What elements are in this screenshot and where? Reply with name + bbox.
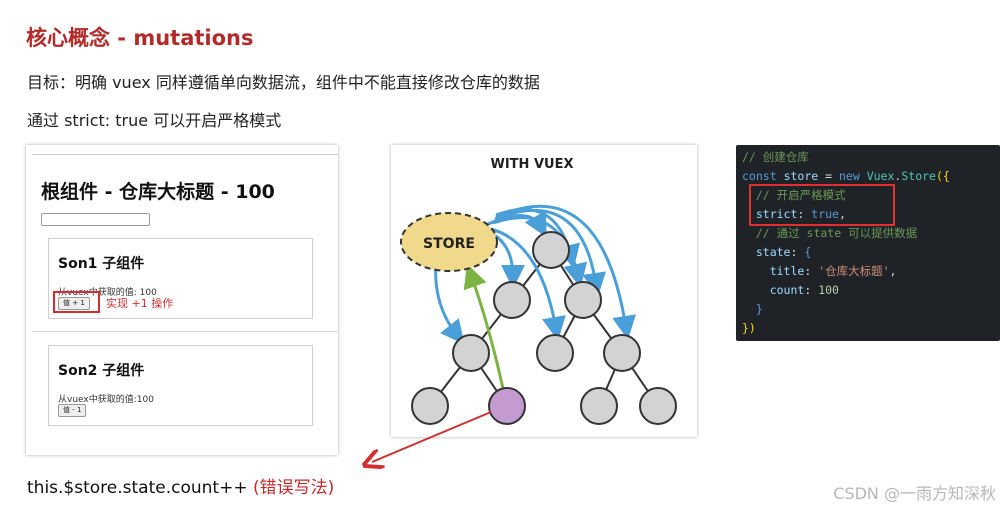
wrong-usage-note: (错误写法): [253, 478, 334, 498]
watermark: CSDN @一雨方知深秋: [833, 480, 996, 504]
wrong-usage-code: this.$store.state.count++: [27, 478, 248, 498]
wrong-usage-line: this.$store.state.count++ (错误写法): [27, 473, 334, 498]
